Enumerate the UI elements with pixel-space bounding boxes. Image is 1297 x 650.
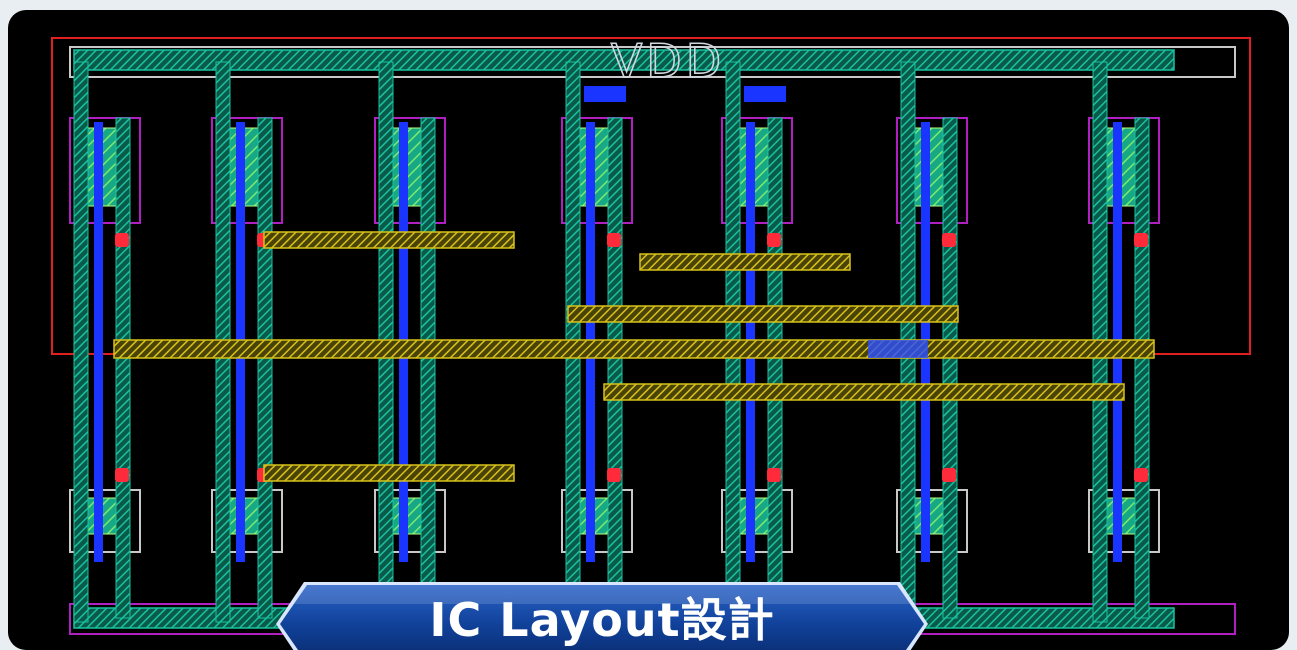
- nmos-box-1: [69, 489, 141, 553]
- vertical-route-b-7: [1134, 117, 1150, 619]
- contact-1-3: [115, 468, 129, 482]
- contact-1-1: [115, 233, 129, 247]
- vdd-net-label: VDD: [611, 34, 725, 88]
- poly-bar-2: [639, 253, 851, 271]
- ic-layout-canvas[interactable]: VDD: [8, 10, 1289, 650]
- pmos-implant-1: [69, 117, 141, 224]
- poly-bar-5: [603, 383, 1125, 401]
- pmos-implant-4: [561, 117, 633, 224]
- nmos-box-2: [211, 489, 283, 553]
- vertical-route-b-4: [607, 117, 623, 619]
- metal-pad-1: [584, 86, 626, 102]
- vertical-route-b-1: [115, 117, 131, 619]
- nmos-box-4: [561, 489, 633, 553]
- contact-6-1: [942, 233, 956, 247]
- contact-4-3: [607, 468, 621, 482]
- vertical-route-b-2: [257, 117, 273, 619]
- contact-5-3: [767, 468, 781, 482]
- banner-shape: [276, 582, 928, 650]
- contact-4-1: [607, 233, 621, 247]
- poly-bar-3: [567, 305, 959, 323]
- poly-bar-4: [113, 339, 1155, 359]
- vertical-route-a-1: [73, 61, 89, 623]
- layout-viewer: VDD IC Layout設計: [8, 10, 1289, 650]
- pmos-implant-6: [896, 117, 968, 224]
- nmos-box-6: [896, 489, 968, 553]
- title-banner: IC Layout設計: [276, 582, 928, 650]
- vertical-route-b-3: [420, 117, 436, 619]
- vdd-rail-outline: [69, 46, 1236, 78]
- vertical-route-b-6: [942, 117, 958, 619]
- metal-pad-3: [868, 340, 928, 358]
- metal-stripe-1: [94, 122, 103, 562]
- metal-pad-2: [744, 86, 786, 102]
- contact-5-1: [767, 233, 781, 247]
- pmos-implant-5: [721, 117, 793, 224]
- vdd-rail-metal: [73, 49, 1175, 71]
- pmos-implant-2: [211, 117, 283, 224]
- nmos-box-5: [721, 489, 793, 553]
- pmos-implant-3: [374, 117, 446, 224]
- poly-bar-1: [263, 231, 515, 249]
- contact-7-1: [1134, 233, 1148, 247]
- nmos-box-3: [374, 489, 446, 553]
- pmos-implant-7: [1088, 117, 1160, 224]
- nmos-box-7: [1088, 489, 1160, 553]
- contact-7-3: [1134, 468, 1148, 482]
- poly-bar-6: [263, 464, 515, 482]
- contact-6-3: [942, 468, 956, 482]
- vertical-route-b-5: [767, 117, 783, 619]
- banner-title: IC Layout設計: [429, 593, 775, 647]
